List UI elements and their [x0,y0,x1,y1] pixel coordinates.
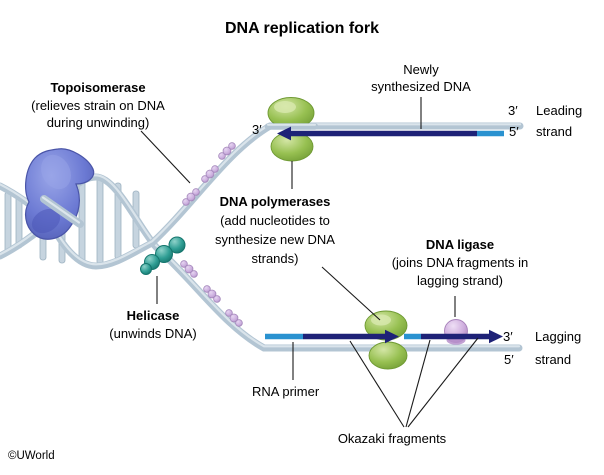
leading-five-prime: 5′ [509,124,519,139]
newly-synthesized-line-2: synthesized DNA [371,79,471,94]
topoisomerase-gripped-strand [40,195,84,228]
diagram-title: DNA replication fork [224,20,380,37]
topoisomerase-label: Topoisomerase (relieves strain on DNA du… [0,79,196,132]
polymerases-label: DNA polymerases (add nucleotides to synt… [185,192,365,268]
okazaki-pointer-3 [407,337,479,428]
lagging-strand-word-2: strand [535,352,572,367]
polymerase-pointer-diagonal [321,266,381,321]
lagging-three-prime: 3′ [503,329,513,344]
leading-new-strand [277,126,504,141]
helicase-label: Helicase (unwinds DNA) [83,307,223,343]
topoisomerase-pointer [140,130,191,184]
ligase-desc-2: lagging strand) [417,273,503,288]
newly-synthesized-label: Newly synthesized DNA [340,61,502,95]
helicase-name: Helicase [126,308,180,323]
ligase-desc-1: (joins DNA fragments in [391,255,529,270]
topoisomerase-name: Topoisomerase [50,80,146,95]
copyright-text: ©UWorld [8,450,55,462]
helicase-desc: (unwinds DNA) [109,326,197,341]
polymerase-leading-blob [267,97,315,162]
okazaki-label: Okazaki fragments [337,431,447,446]
polymerases-desc-3: strands) [251,251,299,266]
rna-primer-label: RNA primer [252,384,320,399]
topoisomerase-desc-2: during unwinding) [46,115,150,130]
leading-strand-word-1: Leading [536,103,583,118]
leading-inner-three-prime: 3′ [252,122,262,137]
polymerases-desc-2: synthesize new DNA [215,232,335,247]
polymerases-desc-1: (add nucleotides to [220,213,330,228]
lagging-strand-word-1: Lagging [535,329,582,344]
ligase-label: DNA ligase (joins DNA fragments in laggi… [369,236,551,290]
okazaki-pointer-2 [405,339,431,428]
leading-template-through-polymerase [264,123,319,130]
free-nucleotide-dots [180,142,243,327]
leading-strand-word-2: strand [536,124,573,139]
polymerase-lagging-blob [364,310,408,370]
okazaki-pointer-1 [349,340,405,428]
ligase-blob [444,319,468,345]
pointer-lines [140,97,479,428]
topoisomerase-desc-1: (relieves strain on DNA [31,97,165,113]
lagging-five-prime: 5′ [504,352,514,367]
helicase-blob [140,236,186,275]
newly-synthesized-line-1: Newly [403,62,439,77]
leading-three-prime: 3′ [508,103,518,118]
lagging-new-strand [265,329,503,344]
topoisomerase-blob [24,148,95,240]
ligase-name: DNA ligase [425,237,495,252]
polymerases-name: DNA polymerases [219,194,331,209]
